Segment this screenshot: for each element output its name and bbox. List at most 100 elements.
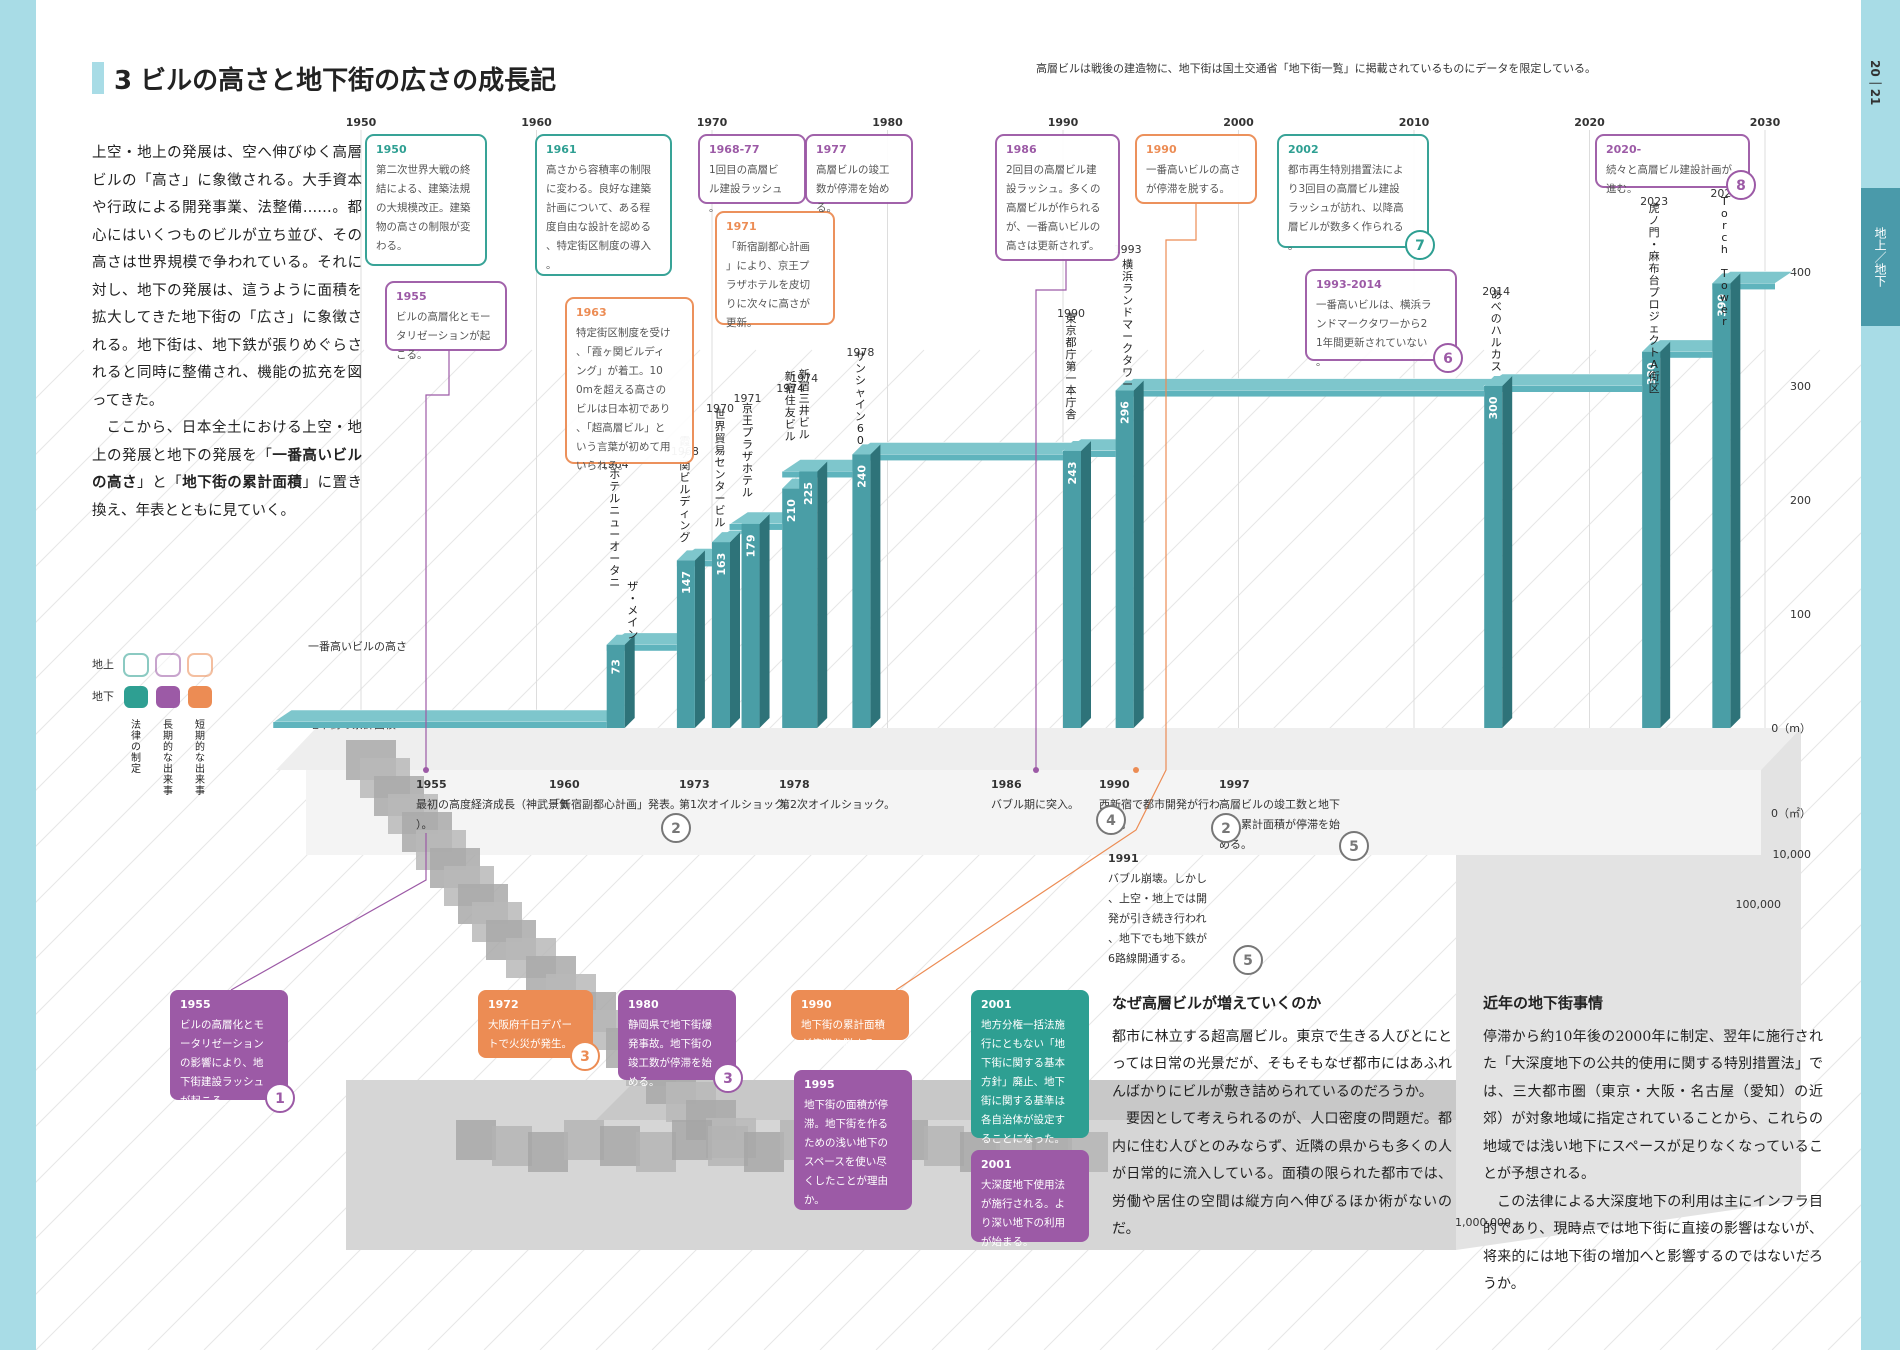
vertical-char: 関 [679,459,690,472]
vertical-char: 庁 [1066,347,1077,361]
card-text: ラザホテルを皮切 [726,278,810,291]
vertical-char: ィ [679,507,690,520]
legend-swatch-filled [124,686,148,708]
vertical-char: な [195,752,205,764]
card-text: ることになった。 [981,1133,1065,1145]
card-text: ンドマークタワーから2 [1316,318,1427,330]
vertical-char: ャ [855,386,866,399]
card-year: 1977 [816,143,847,156]
timeline-text: 「新宿副都心計画」発表。 [549,797,681,811]
ribbon-edge [1712,283,1775,290]
building-front [1712,283,1731,728]
vertical-char: オ [609,540,620,553]
building-top [1712,273,1741,284]
card-text: わる。 [376,240,408,252]
building-side [1133,380,1144,728]
vertical-char: グ [679,530,690,544]
vertical-char: r [1722,315,1727,328]
underground-side [1456,728,1801,1250]
vertical-char: ホ [742,462,753,475]
vertical-char: デ [679,494,690,508]
building-year-label: 1971 [734,392,762,405]
event-card-below: 1955ビルの高層化とモータリゼーションの影響により、地下街建設ラッシュが起こる… [170,990,288,1107]
title-accent-bar [92,62,104,94]
card-text: 下街建設ラッシュ [180,1075,264,1088]
number-badge: 7 [1405,230,1435,260]
card-year: 2001 [981,998,1012,1011]
badge-circle [713,1063,743,1093]
vertical-char: ザ [742,450,753,463]
vertical-char: 友 [785,405,796,419]
vertical-char: 第 [1066,359,1077,373]
building-bar: 179 [741,513,770,728]
building-side [759,513,770,728]
vertical-char: 期 [195,730,205,742]
page-numbers: 20｜21 [1868,60,1882,106]
vertical-char: ン [679,519,690,532]
card-box [535,134,672,276]
building-top [1115,380,1144,391]
event-card-above: 2002都市再生特別措置法により3回目の高層ビル建設ラッシュが訪れ、以降高層ビル… [1277,134,1429,252]
card-year: 1990 [801,998,832,1011]
vertical-char: 事 [163,784,173,797]
card-text: 一番高いビルは、横浜ラ [1316,298,1432,311]
card-text: 結による、建築法規 [376,182,471,195]
building-side [870,444,881,728]
building-side [1081,440,1091,728]
building-height-label: 179 [745,534,758,557]
vertical-char: ハ [1491,324,1502,337]
vertical-char: 定 [131,762,141,775]
card-box [995,134,1120,261]
vertical-char: 出 [195,762,205,775]
timeline-text: 高層ビルの竣工数と地下 [1219,797,1340,811]
title-text: ビルの高さと地下街の広さの成長記 [140,66,557,96]
vertical-char: 舎 [1066,408,1077,421]
timeline-text: 発が引き続き行われ [1108,911,1206,925]
section-tab[interactable]: 地上／地下 [1861,188,1900,326]
event-card-above: 1950第二次世界大戦の終結による、建築法規の大規模改正。建築物の高さの制限が変… [365,134,487,266]
year-tick-label: 2030 [1750,116,1781,129]
card-text: ビルは日本初であり [576,402,670,415]
building-name-label: ザ・メイン [627,580,638,641]
vertical-char: 世 [715,408,726,421]
card-text: に変わる。良好な建築 [546,182,651,195]
vertical-char: ワ [1122,366,1133,379]
vertical-char: イ [627,616,638,629]
card-box [791,990,909,1040]
event-card-above: 1993-2014一番高いビルは、横浜ランドマークタワーから21年間更新されてい… [1305,269,1457,368]
number-badge: 2 [1211,813,1241,843]
vertical-char: マ [1122,318,1133,331]
card-text: 層ビルが数多く作られる [1288,220,1404,233]
building-bar: 163 [712,532,740,728]
building-year-label: 1974 [790,372,818,385]
card-text: ル建設ラッシュ [709,182,783,195]
card-text: か。 [804,1194,825,1206]
vertical-char: 易 [715,444,726,457]
badge-circle [265,1083,295,1113]
vertical-char: ザ [627,580,638,593]
area-tick-label: 10,000 [1773,848,1812,861]
vertical-char: 横 [1122,257,1133,271]
ribbon-edge [1642,351,1713,358]
badge-circle [1233,945,1263,975]
building-height-label: 240 [855,465,868,488]
vertical-char: ク [1122,342,1133,355]
badge-circle [570,1041,600,1071]
vertical-char: 来 [163,774,173,786]
year-tick-label: 1970 [697,116,728,129]
vertical-char: 0 [857,434,864,447]
vertical-char: 浜 [1122,270,1133,283]
number-badge: 4 [1096,805,1126,835]
ribbon-segment [1114,378,1504,391]
vertical-char: ン [1122,294,1133,307]
building-top [741,513,770,524]
building-year-label: 1970 [706,402,734,415]
card-text: 「新宿副都心計画 [726,240,810,253]
card-box [1305,269,1457,361]
vertical-char: ス [1491,360,1502,373]
card-text: 発事故。地下街の [628,1037,712,1050]
vertical-char: サ [855,350,866,363]
